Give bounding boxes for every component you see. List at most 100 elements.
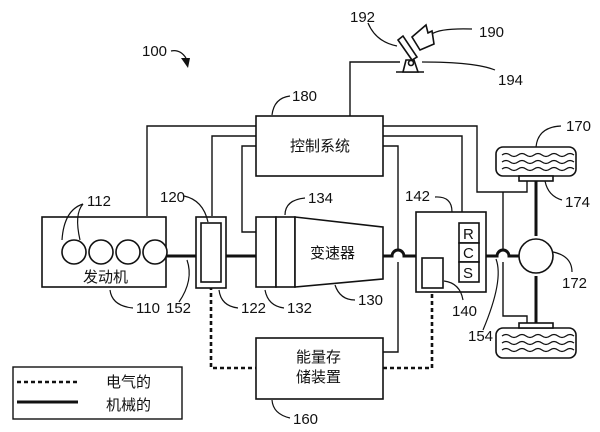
ref-172: 172 <box>562 275 587 292</box>
leader-110 <box>109 289 134 309</box>
wire-control-engine <box>146 125 256 216</box>
elec-storage-gearmotor <box>383 290 434 370</box>
engine-label: 发动机 <box>83 268 128 286</box>
shaft-transmission-gearbox <box>383 248 458 258</box>
reference-numerals: 100 112 120 110 152 122 132 130 134 180 … <box>87 9 591 428</box>
energy-storage-box <box>255 337 384 400</box>
wheel-icon <box>495 327 577 359</box>
leader-134 <box>284 197 306 216</box>
ref-154: 154 <box>468 328 493 345</box>
ref-152: 152 <box>166 300 191 317</box>
ref-160: 160 <box>293 411 318 428</box>
leader-194 <box>421 61 496 71</box>
leader-160 <box>271 399 291 419</box>
leader-192 <box>367 22 398 47</box>
sun-label: S <box>463 265 473 282</box>
gearbox: R C S <box>415 211 487 293</box>
ref-120: 120 <box>160 189 185 206</box>
wire-control-brake-top <box>383 125 528 193</box>
ref-170: 170 <box>566 118 591 135</box>
transmission: 变速器 <box>255 216 384 288</box>
leader-lines <box>61 22 573 419</box>
leader-190 <box>431 28 473 35</box>
motor-generator-inner <box>200 222 222 283</box>
wire-control-transmission <box>241 145 256 233</box>
legend-electrical-label: 电气的 <box>106 373 151 391</box>
mechanical-shafts <box>166 178 538 326</box>
pedal-pivot-icon <box>407 59 415 67</box>
ref-174: 174 <box>565 194 590 211</box>
ref-180: 180 <box>292 88 317 105</box>
wire-pedal-control <box>349 61 400 116</box>
torque-converter-section <box>275 216 296 288</box>
sun-gear-box <box>458 261 480 283</box>
clutch-section <box>255 216 277 288</box>
leader-180 <box>271 95 291 116</box>
carrier-label: C <box>463 245 474 262</box>
cylinder-icon <box>142 239 168 265</box>
electrical-lines <box>209 286 434 370</box>
cylinder-icon <box>115 239 141 265</box>
wire-control-storage-b <box>383 262 399 353</box>
leader-142 <box>434 196 453 213</box>
transmission-label: 变速器 <box>310 244 355 262</box>
leader-112b <box>77 203 84 241</box>
ref-110: 110 <box>136 300 160 317</box>
shaft-gearbox-differential <box>486 248 519 258</box>
wire-control-motor <box>211 135 256 216</box>
energy-storage: 能量存 储装置 <box>255 337 384 400</box>
wheel-top <box>495 146 577 182</box>
energy-storage-label-1: 能量存 <box>296 348 341 366</box>
arrow-head-icon <box>181 58 190 68</box>
gearbox-motor <box>421 257 444 289</box>
legend-mechanical-label: 机械的 <box>106 396 151 414</box>
brake-icon <box>518 175 554 182</box>
elec-motor-storage <box>209 286 256 370</box>
control-system-label: 控制系统 <box>290 137 350 155</box>
tread-pattern <box>501 152 575 172</box>
cylinder-icon <box>88 239 114 265</box>
brake-icon <box>518 322 554 329</box>
ref-130: 130 <box>358 292 383 309</box>
ref-132: 132 <box>287 300 312 317</box>
ref-100: 100 <box>142 43 167 60</box>
wire-control-storage-a <box>383 145 399 250</box>
leader-140 <box>443 280 464 301</box>
transmission-body <box>294 216 384 288</box>
ref-140: 140 <box>452 303 477 320</box>
ref-194: 194 <box>498 72 523 89</box>
ref-190: 190 <box>479 24 504 41</box>
ring-label: R <box>463 226 474 243</box>
pedal-pad-icon <box>396 34 419 62</box>
ref-142: 142 <box>405 188 430 205</box>
leader-152 <box>178 259 190 303</box>
energy-storage-label-2: 储装置 <box>296 368 341 386</box>
wire-brake-bottom <box>502 262 528 326</box>
control-wiring <box>146 61 528 353</box>
legend: 电气的 机械的 <box>12 366 183 420</box>
control-system-box <box>255 115 384 177</box>
engine: 发动机 <box>41 216 168 288</box>
differential-icon <box>518 238 554 274</box>
ref-112: 112 <box>87 193 111 210</box>
leader-120 <box>183 195 209 223</box>
ref-134: 134 <box>308 190 333 207</box>
accelerator-pedal <box>396 23 435 73</box>
cylinder-icon <box>61 239 87 265</box>
leader-174 <box>544 180 563 201</box>
leader-122 <box>218 289 239 309</box>
leader-170 <box>535 125 562 148</box>
wheel-bottom <box>495 322 577 359</box>
ref-122: 122 <box>241 300 266 317</box>
control-system: 控制系统 <box>255 115 384 177</box>
leader-130 <box>334 284 356 301</box>
leader-172 <box>552 251 573 273</box>
leader-112a <box>61 203 84 241</box>
ref-192: 192 <box>350 9 375 26</box>
tread-pattern <box>501 333 575 353</box>
system-arrow <box>170 50 187 59</box>
leader-132 <box>264 289 285 309</box>
leader-154 <box>482 258 499 331</box>
motor-generator <box>195 216 227 289</box>
legend-box <box>12 366 183 420</box>
